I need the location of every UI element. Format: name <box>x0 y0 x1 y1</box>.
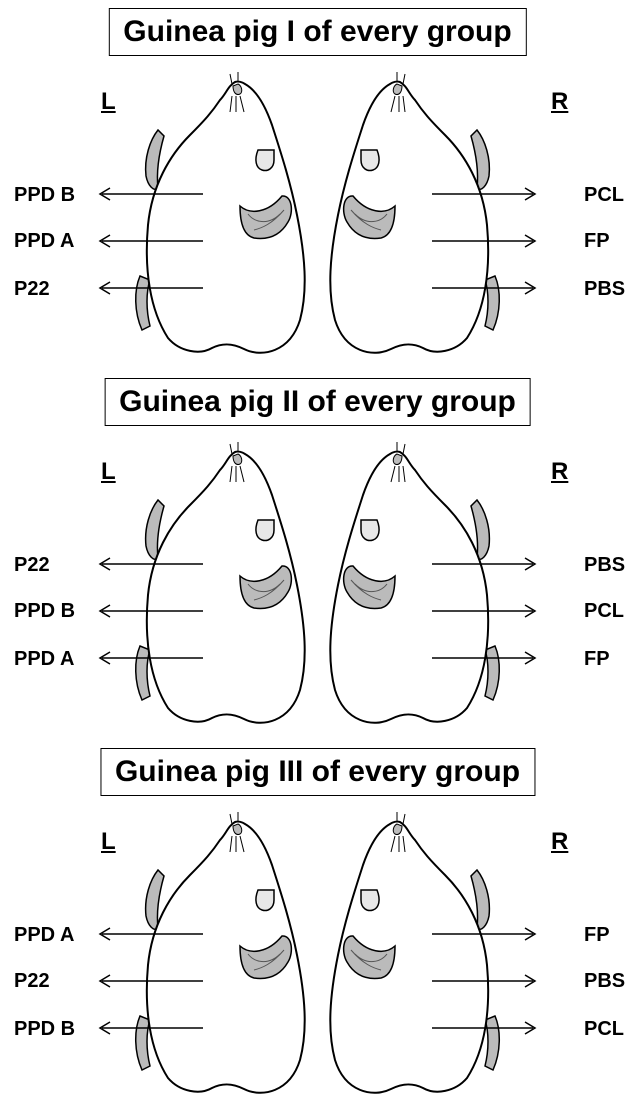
right-side-label: R <box>551 88 568 116</box>
injection-site-label-right-2: PCL <box>584 600 624 622</box>
right-guinea-pig <box>330 812 535 1093</box>
injection-site-label-left-2: PPD A <box>14 230 74 252</box>
injection-site-label-left-1: PPD B <box>14 184 75 206</box>
right-hind-foot-shape <box>485 646 499 700</box>
injection-site-label-left-2: P22 <box>14 970 50 992</box>
injection-site-label-right-2: FP <box>584 230 610 252</box>
left-guinea-pig <box>100 442 305 723</box>
injection-site-label-left-3: PPD B <box>14 1018 75 1040</box>
right-hind-foot-shape <box>485 1016 499 1070</box>
left-hind-foot-shape <box>136 276 150 330</box>
left-hind-foot-shape <box>136 646 150 700</box>
left-side-label: L <box>101 828 116 856</box>
right-eye-shape <box>361 520 379 541</box>
left-hind-foot-shape <box>136 1016 150 1070</box>
left-eye-shape <box>256 520 274 541</box>
injection-site-label-left-1: P22 <box>14 554 50 576</box>
left-eye-shape <box>256 150 274 171</box>
injection-site-label-right-1: PCL <box>584 184 624 206</box>
panel-title: Guinea pig I of every group <box>108 8 526 56</box>
left-guinea-pig <box>100 72 305 353</box>
left-side-label: L <box>101 458 116 486</box>
injection-site-label-right-3: PBS <box>584 278 625 300</box>
right-eye-shape <box>361 890 379 911</box>
panel-guinea-pig-1: Guinea pig I of every group L R PPD B PP… <box>0 0 635 370</box>
left-side-label: L <box>101 88 116 116</box>
panel-guinea-pig-3: Guinea pig III of every group L R PPD A … <box>0 740 635 1110</box>
injection-site-label-left-2: PPD B <box>14 600 75 622</box>
injection-site-label-left-3: PPD A <box>14 648 74 670</box>
injection-site-label-right-3: FP <box>584 648 610 670</box>
panel-title: Guinea pig II of every group <box>104 378 531 426</box>
right-guinea-pig <box>330 442 535 723</box>
right-side-label: R <box>551 458 568 486</box>
left-guinea-pig <box>100 812 305 1093</box>
right-eye-shape <box>361 150 379 171</box>
panel-guinea-pig-2: Guinea pig II of every group L R P22 PPD… <box>0 370 635 740</box>
panel-title: Guinea pig III of every group <box>100 748 535 796</box>
injection-site-label-right-3: PCL <box>584 1018 624 1040</box>
injection-site-label-right-1: FP <box>584 924 610 946</box>
right-guinea-pig <box>330 72 535 353</box>
injection-site-label-right-2: PBS <box>584 970 625 992</box>
left-eye-shape <box>256 890 274 911</box>
right-hind-foot-shape <box>485 276 499 330</box>
injection-site-label-left-3: P22 <box>14 278 50 300</box>
right-side-label: R <box>551 828 568 856</box>
injection-site-label-left-1: PPD A <box>14 924 74 946</box>
injection-site-label-right-1: PBS <box>584 554 625 576</box>
